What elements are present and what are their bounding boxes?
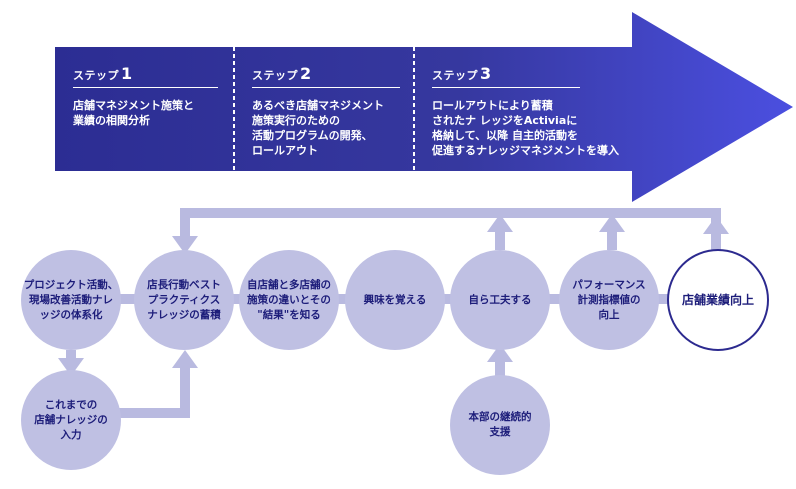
step-number: 1 xyxy=(121,64,133,83)
step-rule xyxy=(73,87,218,88)
step-description: あるべき店舗マネジメント 施策実行のための 活動プログラムの開発、 ロールアウト xyxy=(252,99,384,157)
step-label: ステップ xyxy=(252,69,298,82)
step-rule xyxy=(432,87,580,88)
step-rule xyxy=(252,87,400,88)
node-interest: 興味を覚える xyxy=(345,250,445,350)
step-number: 3 xyxy=(480,64,492,83)
node-project-knowledge: プロジェクト活動、 現場改善活動ナレ ッジの体系化 xyxy=(21,250,121,350)
node-self-improve: 自ら工夫する xyxy=(450,250,550,350)
step-label: ステップ xyxy=(73,69,119,82)
step-description: ロールアウトにより蓄積 されたナ レッジをActiviaに 格納して、以降 自主… xyxy=(432,99,619,157)
node-best-practice: 店長行動ベスト プラクティクス ナレッジの蓄積 xyxy=(134,250,234,350)
node-performance-indicators: パフォーマンス 計測指標値の 向上 xyxy=(559,250,659,350)
node-hq-support: 本部の継続的 支援 xyxy=(450,375,550,475)
node-store-performance-goal: 店舗業績向上 xyxy=(667,249,769,351)
node-store-knowledge-input: これまでの 店舗ナレッジの 入力 xyxy=(21,370,121,470)
arrow-head-up xyxy=(703,216,729,234)
step-description: 店舗マネジメント施策と 業績の相関分析 xyxy=(73,99,194,127)
step-number: 2 xyxy=(300,64,312,83)
node-know-differences: 自店舗と多店舗の 施策の違いとその "結果"を知る xyxy=(239,250,339,350)
arrow-head-up xyxy=(599,214,625,232)
step-label: ステップ xyxy=(432,69,478,82)
arrow-head-down xyxy=(172,236,198,254)
feedback-bar xyxy=(180,208,721,218)
arrow-head-up xyxy=(487,214,513,232)
arrow-head-up xyxy=(172,350,198,368)
arrow-head-up xyxy=(487,344,513,362)
step-arrow xyxy=(55,12,793,202)
arrow-head-down xyxy=(58,358,84,376)
